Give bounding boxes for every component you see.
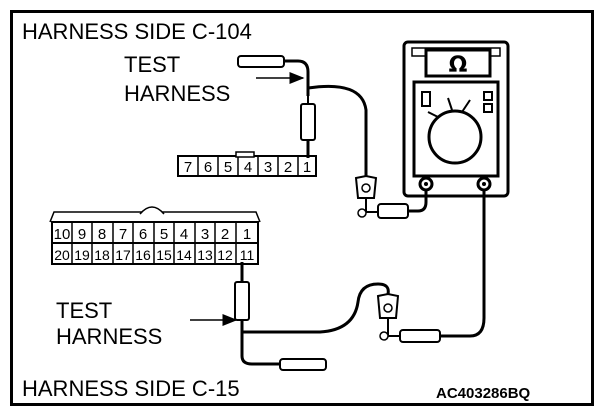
c15-pin: 2 — [221, 226, 229, 243]
c15-pin: 9 — [78, 226, 86, 243]
c104-pin: 5 — [224, 159, 232, 176]
c15-pin: 3 — [201, 226, 209, 243]
connector-c104: 7 6 5 4 3 2 1 — [177, 151, 317, 177]
test-harness-label-top-line2: HARNESS — [124, 81, 231, 106]
c15-pin: 14 — [176, 247, 192, 263]
c104-pin: 3 — [264, 159, 272, 176]
ohm-symbol: Ω — [449, 53, 468, 78]
c15-pin: 5 — [160, 226, 168, 243]
test-harness-label-bottom-line1: TEST — [56, 298, 113, 323]
c15-pin: 11 — [240, 247, 255, 263]
c15-pin: 4 — [180, 226, 188, 243]
c15-pin: 12 — [217, 247, 233, 263]
c104-pin: 4 — [244, 159, 252, 176]
test-harness-label-top-line1: TEST — [124, 52, 181, 77]
test-harness-top — [237, 55, 316, 158]
c104-pin: 6 — [204, 159, 212, 176]
test-harness-label-bottom-line2: HARNESS — [56, 324, 163, 349]
probe-lead-1 — [307, 84, 428, 219]
c15-pin: 8 — [98, 226, 106, 243]
meter-display — [424, 48, 492, 78]
c15-pin: 10 — [54, 226, 71, 243]
multimeter: Ω — [402, 40, 510, 198]
rotary-dial — [427, 109, 483, 165]
c15-pin: 19 — [74, 247, 90, 263]
c15-pin: 17 — [115, 247, 131, 263]
c15-pin: 1 — [243, 226, 251, 243]
figure-code: AC403286BQ — [436, 385, 531, 402]
c15-pin: 18 — [94, 247, 110, 263]
c15-pin: 6 — [139, 226, 147, 243]
c15-pin: 13 — [197, 247, 213, 263]
c15-pin: 20 — [54, 247, 70, 263]
c15-pin: 15 — [156, 247, 172, 263]
diagram-frame — [10, 10, 594, 406]
connector-c15: 10 9 8 7 6 5 4 3 2 1 20 19 18 17 16 15 1… — [49, 206, 261, 265]
c15-pin: 7 — [119, 226, 127, 243]
title-harness-side-c15: HARNESS SIDE C-15 — [22, 376, 240, 401]
c104-pin: 2 — [284, 159, 292, 176]
c104-pin: 7 — [184, 159, 192, 176]
test-harness-bottom — [190, 262, 327, 371]
probe-lead-2 — [242, 190, 486, 343]
c104-pin: 1 — [303, 159, 311, 176]
title-harness-side-c104: HARNESS SIDE C-104 — [22, 19, 252, 44]
c15-pin: 16 — [135, 247, 151, 263]
